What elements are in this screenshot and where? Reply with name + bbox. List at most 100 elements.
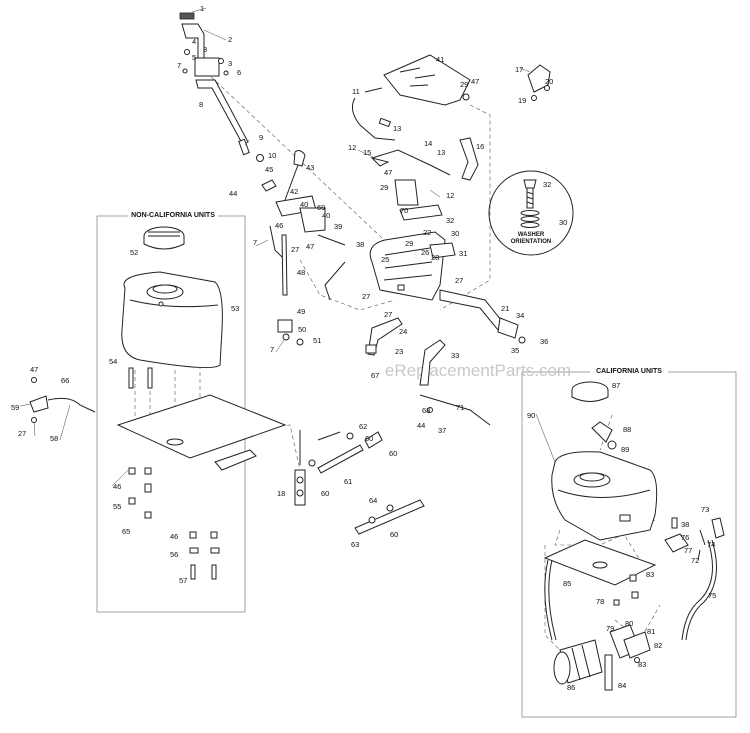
callout-89: 89 [621, 445, 629, 454]
callout-68: 68 [422, 406, 430, 415]
callout-13b: 13 [437, 148, 445, 157]
callout-65: 65 [122, 527, 130, 536]
lever-arm [367, 317, 403, 356]
callout-83b: 83 [638, 660, 646, 669]
mount-plate-ca [543, 539, 657, 606]
callout-38a: 38 [356, 240, 364, 249]
callout-59: 59 [11, 403, 19, 412]
hose-61 [317, 444, 364, 474]
callout-10: 10 [268, 151, 276, 160]
callout-6: 6 [237, 68, 241, 77]
callout-56: 56 [170, 550, 178, 559]
callout-60c: 60 [321, 489, 329, 498]
small-bracket-assy [527, 64, 551, 101]
callout-62: 62 [359, 422, 367, 431]
callout-47a: 47 [471, 77, 479, 86]
fuel-line-left [29, 377, 96, 423]
handle-grip [459, 137, 479, 181]
handle-rod [370, 137, 479, 181]
callout-42: 42 [290, 187, 298, 196]
callout-51: 51 [313, 336, 321, 345]
callout-36: 36 [540, 337, 548, 346]
callout-27d: 27 [291, 245, 299, 254]
bushing-31 [429, 242, 456, 259]
callout-2: 2 [228, 35, 232, 44]
callout-47d: 47 [30, 365, 38, 374]
callout-54: 54 [109, 357, 117, 366]
callout-46c: 46 [170, 532, 178, 541]
callout-81: 81 [647, 627, 655, 636]
callout-55: 55 [113, 502, 121, 511]
callout-7c: 7 [270, 345, 274, 354]
callout-71: 71 [456, 403, 464, 412]
bolt-head [523, 179, 537, 189]
callout-29c: 29 [405, 239, 413, 248]
frame-arm-21 [439, 289, 506, 331]
callout-48: 48 [297, 268, 305, 277]
callout-27e: 27 [18, 429, 26, 438]
callout-25: 25 [381, 255, 389, 264]
plate-tab [214, 449, 257, 471]
callout-78: 78 [596, 597, 604, 606]
callout-12b: 12 [446, 191, 454, 200]
callout-74: 74 [707, 540, 715, 549]
callout-60a: 60 [365, 434, 373, 443]
callout-labels: 1 2 4 3 5 3 6 7 8 9 10 11 12 12 13 13 14… [11, 4, 716, 692]
callout-53: 53 [231, 304, 239, 313]
callout-52: 52 [130, 248, 138, 257]
frame-cross-tube [399, 204, 443, 221]
callout-ticks [19, 7, 556, 487]
mount-plate [383, 54, 471, 106]
fuel-lines-middle [294, 430, 425, 535]
rod-nut [256, 154, 264, 162]
callout-61: 61 [344, 477, 352, 486]
washer-orientation-detail: WASHER ORIENTATION [488, 170, 574, 256]
spring [261, 179, 277, 192]
callout-23: 23 [395, 347, 403, 356]
callout-46a: 46 [275, 221, 283, 230]
callout-87: 87 [612, 381, 620, 390]
callout-47c: 47 [306, 242, 314, 251]
callout-70: 70 [400, 206, 408, 215]
callout-7b: 7 [253, 238, 257, 247]
mount-plate-non-ca [116, 394, 287, 471]
callout-7a: 7 [177, 61, 181, 70]
callout-67: 67 [371, 371, 379, 380]
callout-66: 66 [61, 376, 69, 385]
linkage-rod [195, 79, 249, 146]
lever-blade [419, 339, 446, 386]
callout-82: 82 [654, 641, 662, 650]
callout-21: 21 [501, 304, 509, 313]
callout-1: 1 [200, 4, 204, 13]
callout-15: 15 [363, 148, 371, 157]
callout-32a: 32 [446, 216, 454, 225]
callout-72: 72 [691, 556, 699, 565]
callout-8: 8 [199, 100, 203, 109]
callout-20: 20 [545, 77, 553, 86]
callout-49: 49 [297, 307, 305, 316]
callout-39: 39 [334, 222, 342, 231]
ca-hoses [544, 517, 725, 641]
tank-body-53 [121, 271, 223, 369]
rod-end [238, 138, 250, 156]
callout-50: 50 [298, 325, 306, 334]
clip-73 [711, 517, 725, 539]
callout-37: 37 [438, 426, 446, 435]
tether-88 [591, 421, 613, 443]
callout-85: 85 [563, 579, 571, 588]
callout-76: 76 [681, 533, 689, 542]
callout-27a: 27 [362, 292, 370, 301]
vent-tube-84 [604, 654, 613, 691]
callout-40a: 40 [300, 200, 308, 209]
callout-28: 28 [431, 253, 439, 262]
canister-77 [664, 533, 689, 553]
callout-27b: 27 [384, 310, 392, 319]
callout-84: 84 [618, 681, 626, 690]
callout-4: 4 [192, 37, 196, 46]
callout-58: 58 [50, 434, 58, 443]
california-units-box: CALIFORNIA UNITS [521, 366, 737, 718]
lever-33 [419, 339, 491, 426]
callout-24: 24 [399, 327, 407, 336]
callout-16: 16 [476, 142, 484, 151]
